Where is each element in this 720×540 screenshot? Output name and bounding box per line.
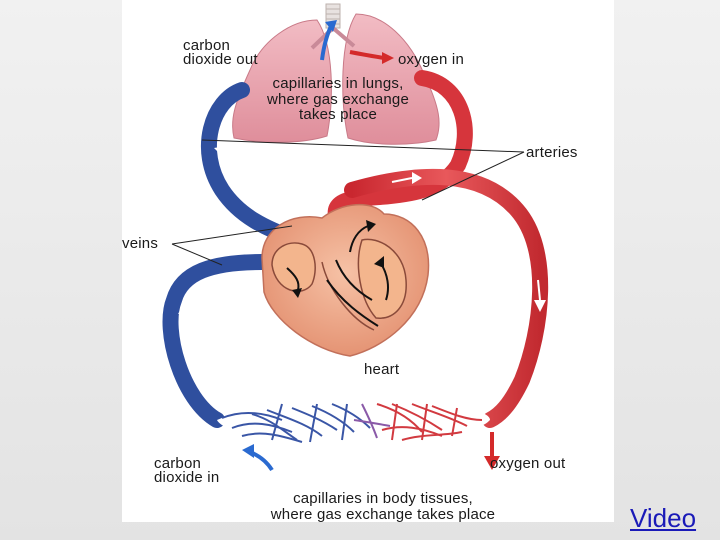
oxygen-out-arrowhead bbox=[484, 456, 500, 470]
co2-out-label-line1: carbon bbox=[183, 37, 231, 54]
co2-in-label-line1: carbon bbox=[154, 455, 202, 472]
lung-capillaries-label-line1: capillaries in lungs, bbox=[272, 75, 404, 92]
arteries-label: arteries bbox=[526, 144, 578, 161]
body-capillary-bed bbox=[217, 401, 490, 443]
oxygen-in-label: oxygen in bbox=[398, 51, 465, 68]
co2-in-arrowhead bbox=[242, 444, 254, 458]
co2-out-arrowhead bbox=[325, 20, 337, 32]
circulation-illustration bbox=[162, 3, 549, 472]
aorta bbox=[344, 168, 549, 428]
right-atrium bbox=[271, 242, 316, 293]
left-lung bbox=[232, 19, 332, 143]
vena-cava bbox=[162, 254, 270, 428]
co2-in-label-line2: dioxide in bbox=[154, 469, 220, 486]
leader-lines bbox=[171, 139, 525, 266]
body-capillaries-label-line2: where gas exchange takes place bbox=[270, 506, 496, 523]
lung-capillaries-label-line2: where gas exchange bbox=[266, 91, 410, 108]
veins-label: veins bbox=[122, 235, 159, 252]
oxygen-in-arrowhead bbox=[382, 52, 394, 64]
heart-label: heart bbox=[364, 361, 400, 378]
video-link[interactable]: Video bbox=[630, 503, 697, 533]
circulation-diagram: carbon dioxide out oxygen in capillaries… bbox=[122, 0, 614, 522]
oxygen-out-label: oxygen out bbox=[490, 455, 566, 472]
co2-out-label-line2: dioxide out bbox=[183, 51, 258, 68]
lungs bbox=[232, 3, 440, 145]
body-capillaries-label-line1: capillaries in body tissues, bbox=[293, 490, 473, 507]
heart bbox=[261, 203, 430, 357]
lung-capillaries-label-line3: takes place bbox=[298, 106, 378, 123]
oxygen-in-arrow bbox=[349, 50, 385, 60]
right-lung bbox=[342, 13, 440, 145]
heart-body bbox=[261, 203, 430, 357]
